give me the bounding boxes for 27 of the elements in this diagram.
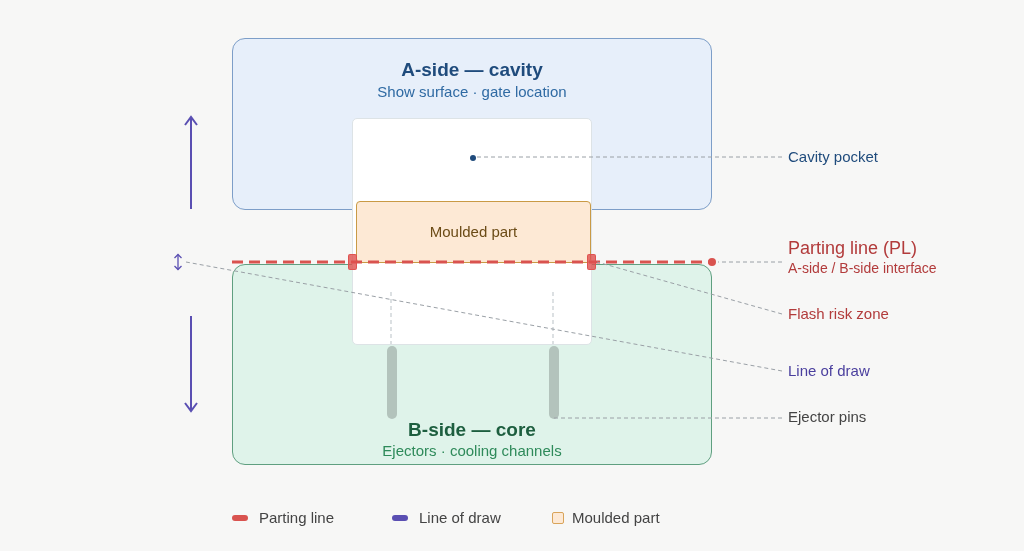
legend-label: Parting line (259, 509, 335, 527)
callout-title: Parting line (PL) (788, 238, 919, 260)
panel-subtitle: Show surface · gate location (377, 83, 567, 101)
panel-subtitle: Ejectors · cooling channels (382, 442, 562, 460)
callout-note: A-side / B-side interface (788, 259, 937, 277)
legend-label: Moulded part (572, 509, 660, 527)
cavity-pocket (352, 118, 592, 345)
part-label: Moulded part (429, 223, 518, 241)
leader-line (596, 261, 783, 315)
callout-label: Line of draw (788, 362, 870, 380)
double-arrow-icon (172, 253, 184, 271)
leader-line (717, 261, 783, 263)
callout-label: Cavity pocket (788, 148, 879, 166)
leader-line (474, 156, 783, 158)
callout-label: Flash risk zone (788, 305, 889, 323)
flash-marker (348, 254, 357, 270)
leader-line (552, 417, 783, 419)
callout-label: Ejector pins (788, 408, 867, 426)
ejector-pin (387, 346, 397, 419)
leader-line (185, 261, 783, 372)
moulded-part-block (356, 201, 591, 263)
parting-line (232, 257, 718, 267)
panel-title: A-side — cavity (401, 59, 543, 82)
panel-title: B-side — core (408, 419, 536, 442)
legend-label: Line of draw (419, 509, 501, 527)
ejector-pin (549, 346, 559, 419)
flash-marker (587, 254, 596, 270)
